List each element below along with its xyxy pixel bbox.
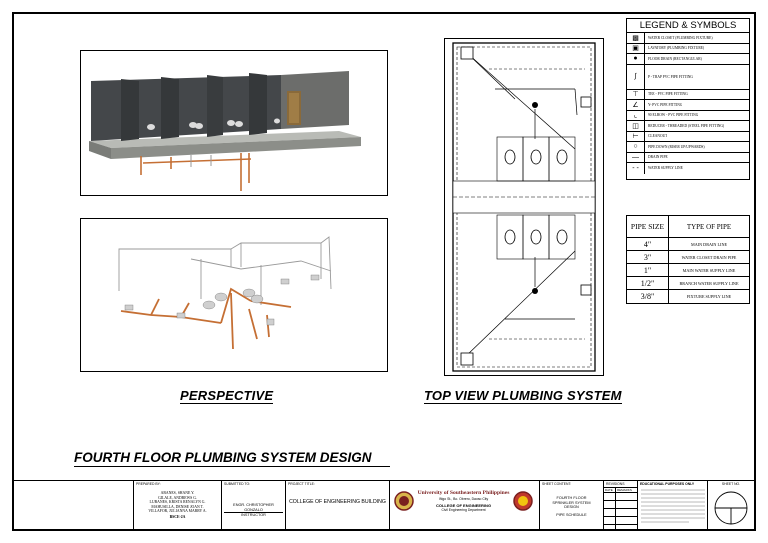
legend-label: WATER SUPPLY LINE bbox=[648, 166, 683, 171]
project-title: COLLEGE OF ENGINEERING BUILDING bbox=[289, 499, 386, 505]
preparer-name: GILALE, ANDREWS G. bbox=[158, 495, 197, 500]
lavatory-icon: ▣ bbox=[627, 43, 645, 53]
pipe-type-cell: MAIN DRAIN LINE bbox=[690, 241, 728, 247]
project-title-header: PROJECT TITLE: bbox=[288, 482, 315, 486]
revisions-header: REVISIONS bbox=[604, 481, 637, 488]
building-render-image bbox=[89, 71, 361, 191]
pipe-down-icon: ○ bbox=[627, 142, 645, 152]
perspective-label: PERSPECTIVE bbox=[180, 388, 274, 404]
floor-drain-icon: ● bbox=[627, 54, 645, 64]
pipe-type-header: TYPE OF PIPE bbox=[686, 222, 732, 231]
university-cell: University of Southeastern Philippines I… bbox=[390, 481, 540, 529]
piping-isometric-image bbox=[118, 236, 332, 350]
educational-purposes-header: EDUCATIONAL PURPOSES ONLY bbox=[640, 482, 695, 486]
cleanout-icon: ⊢ bbox=[627, 131, 645, 141]
top-view-plan bbox=[444, 38, 604, 376]
pipe-size-header: PIPE SIZE bbox=[627, 216, 669, 237]
submitted-to-cell: SUBMITTED TO: ENGR. CHRISTOPHER GONZALO … bbox=[222, 481, 286, 529]
educational-purposes-cell: EDUCATIONAL PURPOSES ONLY bbox=[638, 481, 708, 529]
perspective-piping-view bbox=[80, 218, 388, 372]
water-supply-line-icon: - - bbox=[627, 163, 645, 174]
legend-label: DRAIN PIPE bbox=[648, 155, 668, 160]
top-view-plumbing-drawing bbox=[452, 42, 596, 372]
legend-label: P - TRAP PVC PIPE FITTING bbox=[648, 74, 693, 79]
pipe-type-cell: FIXTURE SUPPLY LINE bbox=[686, 294, 732, 299]
sheet-content-title: FOURTH FLOOR SPRINKLER SYSTEM DESIGN bbox=[552, 496, 591, 510]
sheet-number-symbol bbox=[714, 491, 748, 525]
sheet-number-cell: SHEET NO. bbox=[708, 481, 754, 529]
university-seal-icon bbox=[394, 491, 414, 511]
disclaimer-text-block bbox=[641, 489, 705, 523]
preparer-name: LUBANES, KRISTA RENALYN G. bbox=[149, 500, 206, 505]
title-block: PREPARED BY: ABANES, SHANE Y. GILALE, AN… bbox=[14, 480, 754, 529]
water-closet-icon: ▩ bbox=[627, 33, 645, 43]
revisions-cell: REVISIONS DATE REMARKS bbox=[604, 481, 638, 529]
top-view-label: TOP VIEW PLUMBING SYSTEM bbox=[424, 388, 622, 404]
tee-icon: ⊤ bbox=[627, 89, 645, 99]
sheet-number-header: SHEET NO. bbox=[721, 482, 741, 486]
instructor-name: ENGR. CHRISTOPHER GONZALO bbox=[224, 503, 283, 514]
drawing-sheet: PERSPECTIVE bbox=[12, 12, 756, 531]
legend-label: LAVATORY (PLUMBING FIXTURE) bbox=[648, 46, 705, 51]
wye-icon: ∠ bbox=[627, 100, 645, 110]
pipe-size-cell: 3" bbox=[627, 251, 669, 263]
revision-date-header: DATE bbox=[604, 488, 616, 492]
college-name: COLLEGE OF ENGINEERING bbox=[435, 503, 492, 508]
department-name: Civil Engineering Department bbox=[441, 508, 486, 512]
university-address: Iñigo St., Bo. Obrero, Davao City bbox=[438, 497, 489, 501]
preparer-name: MAHUSILLA, DENISE JOAN T. bbox=[151, 504, 204, 509]
section-label: BSCE-2A bbox=[169, 514, 186, 519]
legend-label: FLOOR DRAIN (RECTANGULAR) bbox=[648, 56, 702, 61]
legend-label: REDUCER - THREADED (STEEL PIPE FITTING) bbox=[648, 123, 725, 128]
college-seal-icon bbox=[513, 491, 533, 511]
university-name: University of Southeastern Philippines bbox=[417, 490, 510, 496]
prepared-by-cell: PREPARED BY: ABANES, SHANE Y. GILALE, AN… bbox=[134, 481, 222, 529]
legend-label: CLEANOUT bbox=[648, 134, 668, 139]
legend-title: LEGEND & SYMBOLS bbox=[627, 19, 749, 33]
p-trap-icon: ∫ bbox=[627, 64, 645, 89]
perspective-building-view bbox=[80, 50, 388, 196]
sheet-content-sub: PIPE SCHEDULE bbox=[556, 512, 587, 517]
legend-label: Y- PVC PIPE FITTING bbox=[648, 102, 683, 107]
title-block-blank bbox=[14, 481, 134, 529]
reducer-icon: ◫ bbox=[627, 121, 645, 131]
revision-remarks-header: REMARKS bbox=[617, 488, 632, 492]
legend-table: LEGEND & SYMBOLS ▩WATER CLOSET (PLUMBING… bbox=[626, 18, 750, 180]
legend-label: WATER CLOSET (PLUMBING FIXTURE) bbox=[648, 35, 713, 40]
submitted-to-header: SUBMITTED TO: bbox=[224, 482, 251, 486]
legend-label: 90 ELBOW - PVC PIPE FITTING bbox=[648, 113, 699, 118]
drain-pipe-icon: — bbox=[627, 152, 645, 162]
sheet-content-header: SHEET CONTENT: bbox=[542, 482, 572, 486]
pipe-type-cell: BRANCH WATER SUPPLY LINE bbox=[679, 280, 739, 286]
pipe-size-cell: 3/8" bbox=[627, 290, 669, 303]
legend-label: TEE - PVC PIPE FITTING bbox=[648, 92, 688, 97]
pipe-size-cell: 4" bbox=[627, 238, 669, 250]
elbow-icon: ⌞ bbox=[627, 110, 645, 120]
preparer-name: ABANES, SHANE Y. bbox=[160, 491, 195, 495]
pipe-size-cell: 1/2" bbox=[627, 277, 669, 289]
pipe-type-cell: MAIN WATER SUPPLY LINE bbox=[682, 267, 736, 273]
pipe-type-cell: WATER CLOSET DRAIN PIPE bbox=[681, 254, 737, 260]
sheet-content-cell: SHEET CONTENT: FOURTH FLOOR SPRINKLER SY… bbox=[540, 481, 604, 529]
legend-label: PIPE DOWN (RISER UP/UPWARDS) bbox=[648, 144, 705, 149]
pipe-size-cell: 1" bbox=[627, 264, 669, 276]
pipe-size-table: PIPE SIZE TYPE OF PIPE 4" MAIN DRAIN LINE… bbox=[626, 215, 750, 304]
instructor-role: INSTRUCTOR bbox=[241, 513, 266, 518]
prepared-by-header: PREPARED BY: bbox=[136, 482, 161, 486]
preparer-name: VILLAFOR, JULIANNA MARRY A. bbox=[148, 509, 207, 514]
project-title-cell: PROJECT TITLE: COLLEGE OF ENGINEERING BU… bbox=[286, 481, 390, 529]
main-drawing-title: FOURTH FLOOR PLUMBING SYSTEM DESIGN bbox=[74, 450, 390, 467]
